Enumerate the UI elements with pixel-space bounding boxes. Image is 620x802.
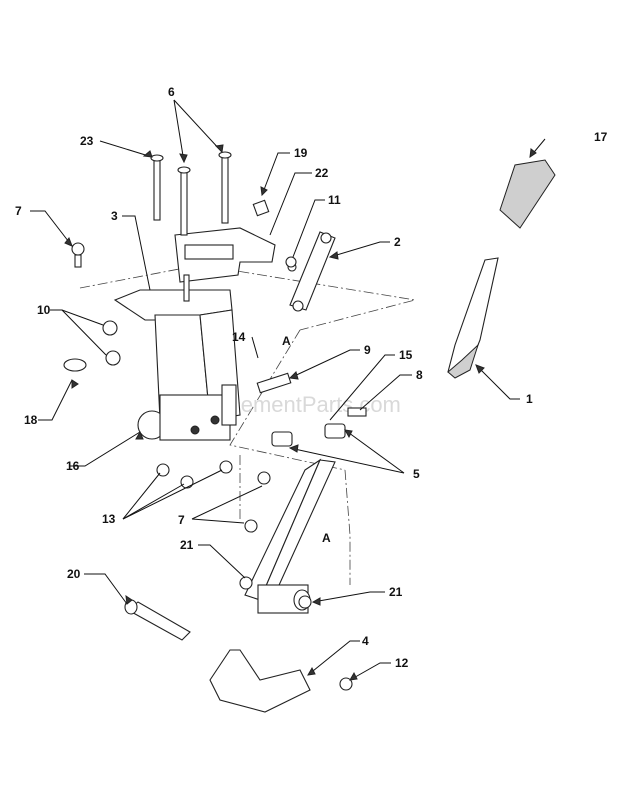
callout-10: 10 (37, 303, 51, 317)
callout-22: 22 (315, 166, 329, 180)
callout-2: 2 (394, 235, 401, 249)
callout-20: 20 (67, 567, 81, 581)
lower-lever-and-base (209, 458, 336, 713)
callout-12: 12 (395, 656, 409, 670)
leader-lines (30, 99, 546, 681)
link-arm (287, 231, 336, 312)
callout-13: 13 (102, 512, 116, 526)
nuts-and-washers (63, 242, 353, 691)
callout-19: 19 (294, 146, 308, 160)
callout-17: 17 (594, 130, 608, 144)
callout-3: 3 (111, 209, 118, 223)
callout-7-upper: 7 (15, 204, 22, 218)
reference-mark-a-lower: A (322, 531, 331, 545)
callout-8: 8 (416, 368, 423, 382)
bolts (150, 151, 232, 302)
callout-labels: 1 2 3 4 5 6 7 7 8 9 10 11 12 13 14 15 16… (15, 85, 608, 670)
callout-4: 4 (362, 634, 369, 648)
pin-19 (252, 199, 270, 217)
callout-1: 1 (526, 392, 533, 406)
bracket-plate (174, 227, 276, 283)
shaft-20 (124, 599, 191, 641)
arrowheads (64, 144, 537, 681)
pedal-grip (499, 159, 556, 229)
callout-11: 11 (328, 193, 341, 207)
callout-5: 5 (413, 467, 420, 481)
clip-9 (256, 372, 292, 394)
callout-23: 23 (80, 134, 94, 148)
callout-15: 15 (399, 348, 413, 362)
pins-and-bushings (271, 407, 367, 447)
callout-18: 18 (24, 413, 38, 427)
reference-mark-a-upper: A (282, 334, 291, 348)
phantom-frame-outline (79, 264, 416, 585)
callout-21-left: 21 (180, 538, 194, 552)
callout-14: 14 (232, 330, 246, 344)
callout-16: 16 (66, 459, 80, 473)
callout-9: 9 (364, 343, 371, 357)
callout-7-lower: 7 (178, 513, 185, 527)
callout-6: 6 (168, 85, 175, 99)
callout-21-right: 21 (389, 585, 403, 599)
switch-assembly (137, 384, 237, 441)
pedal-lever (447, 257, 499, 379)
